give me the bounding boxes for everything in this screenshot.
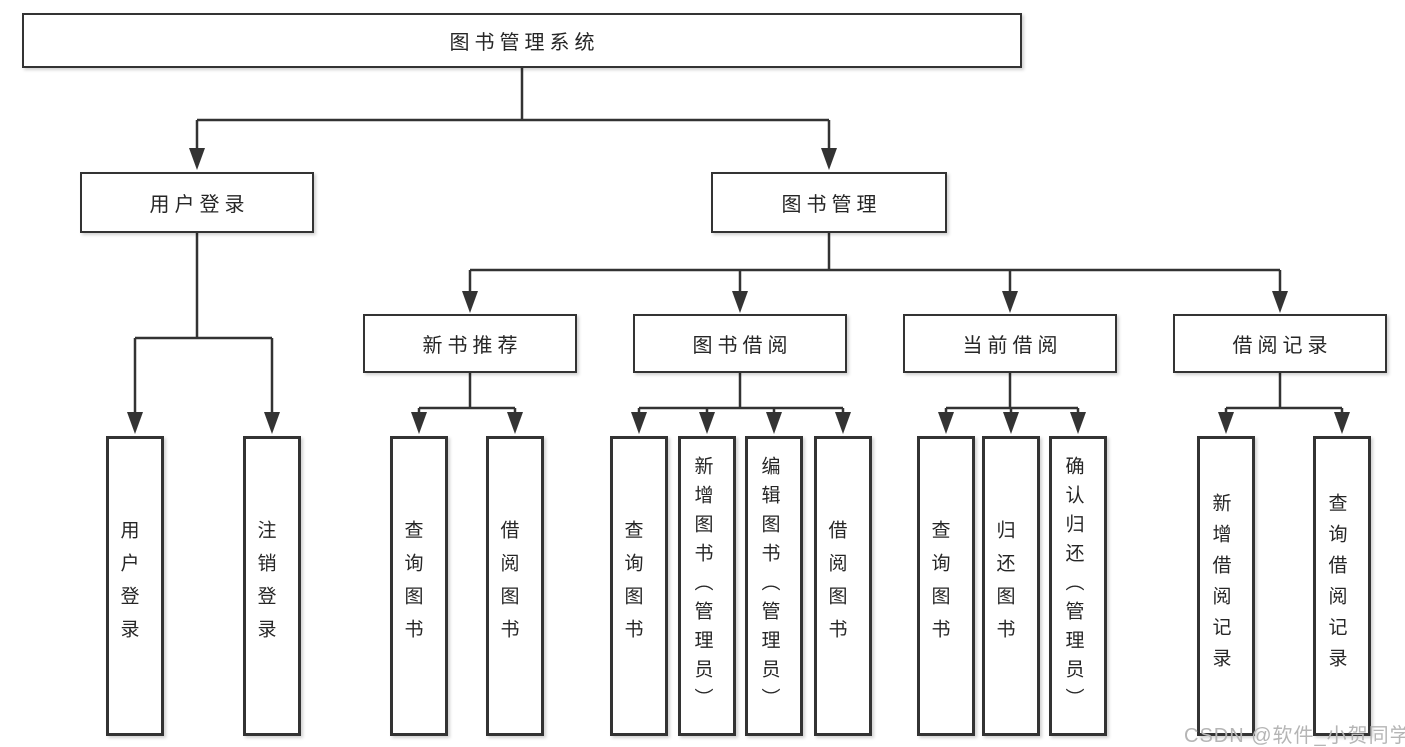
watermark-text: CSDN @软件_小贺同学 — [1184, 725, 1405, 747]
leaf-confirm-return-admin: 确认归还（管理员） — [1049, 436, 1107, 736]
node-label: 查询借阅记录 — [1325, 493, 1347, 679]
leaf-recommend-query-books: 查询图书 — [390, 436, 448, 736]
node-label: 编辑图书（管理员） — [758, 455, 780, 717]
node-label: 借阅图书 — [497, 520, 519, 652]
node-user-login: 用户登录 — [80, 172, 314, 233]
node-label: 用户登录 — [117, 520, 139, 652]
leaf-add-books-admin: 新增图书（管理员） — [678, 436, 736, 736]
node-label: 查询图书 — [621, 520, 643, 652]
leaf-query-borrow-record: 查询借阅记录 — [1313, 436, 1371, 736]
node-label: 新增图书（管理员） — [691, 455, 713, 717]
node-label: 图书借阅 — [692, 335, 793, 357]
leaf-recommend-borrow-books: 借阅图书 — [486, 436, 544, 736]
node-label: 当前借阅 — [962, 335, 1063, 357]
leaf-borrow-books: 借阅图书 — [814, 436, 872, 736]
leaf-current-query-books: 查询图书 — [917, 436, 975, 736]
node-label: 新增借阅记录 — [1209, 493, 1231, 679]
node-label: 图书管理系统 — [449, 32, 600, 54]
leaf-logout: 注销登录 — [243, 436, 301, 736]
leaf-borrow-query-books: 查询图书 — [610, 436, 668, 736]
node-label: 归还图书 — [993, 520, 1015, 652]
node-label: 借阅记录 — [1232, 335, 1333, 357]
node-label: 确认归还（管理员） — [1062, 455, 1084, 717]
node-library-management-system: 图书管理系统 — [22, 13, 1022, 68]
arrowheads — [127, 148, 1350, 434]
node-borrowing-records: 借阅记录 — [1173, 314, 1387, 373]
node-label: 查询图书 — [401, 520, 423, 652]
node-label: 新书推荐 — [422, 335, 523, 357]
node-book-borrowing: 图书借阅 — [633, 314, 847, 373]
leaf-return-books: 归还图书 — [982, 436, 1040, 736]
node-label: 借阅图书 — [825, 520, 847, 652]
node-label: 用户登录 — [149, 194, 250, 216]
leaf-edit-books-admin: 编辑图书（管理员） — [745, 436, 803, 736]
node-book-management: 图书管理 — [711, 172, 947, 233]
leaf-user-login: 用户登录 — [106, 436, 164, 736]
node-label: 图书管理 — [781, 194, 882, 216]
node-current-borrowing: 当前借阅 — [903, 314, 1117, 373]
node-new-book-recommendation: 新书推荐 — [363, 314, 577, 373]
leaf-add-borrow-record: 新增借阅记录 — [1197, 436, 1255, 736]
node-label: 注销登录 — [254, 520, 276, 652]
node-label: 查询图书 — [928, 520, 950, 652]
